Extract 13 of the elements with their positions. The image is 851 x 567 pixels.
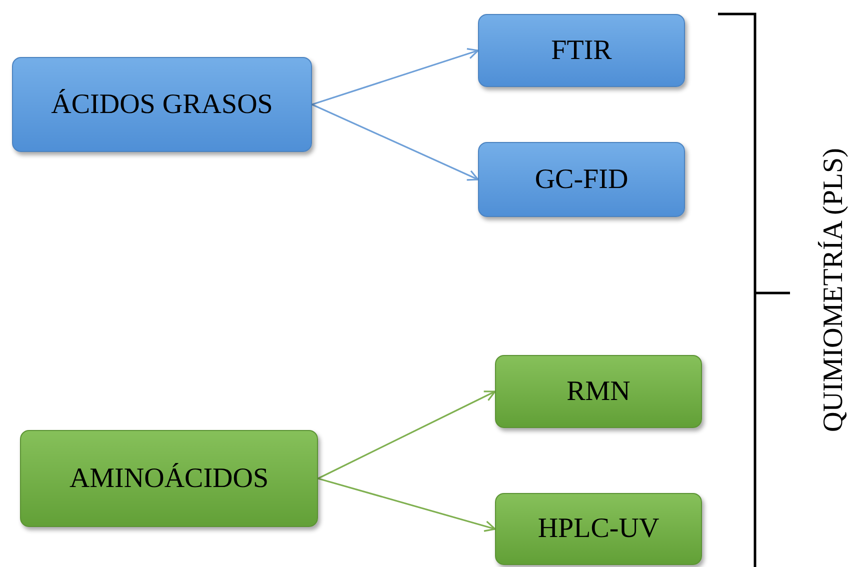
process-box (495, 493, 702, 565)
bracket-label: QUIMIOMETRÍA (PLS) (818, 148, 850, 432)
process-box (20, 430, 318, 527)
box-label: HPLC-UV (538, 513, 660, 545)
box-label: AMINOÁCIDOS (69, 462, 269, 494)
box-label: GC-FID (534, 164, 628, 196)
process-box (495, 355, 702, 428)
process-box (478, 14, 685, 87)
process-box (478, 142, 685, 217)
box-label: RMN (566, 376, 630, 408)
process-box (12, 57, 312, 152)
box-label: ÁCIDOS GRASOS (51, 88, 273, 120)
box-label: FTIR (551, 34, 612, 66)
